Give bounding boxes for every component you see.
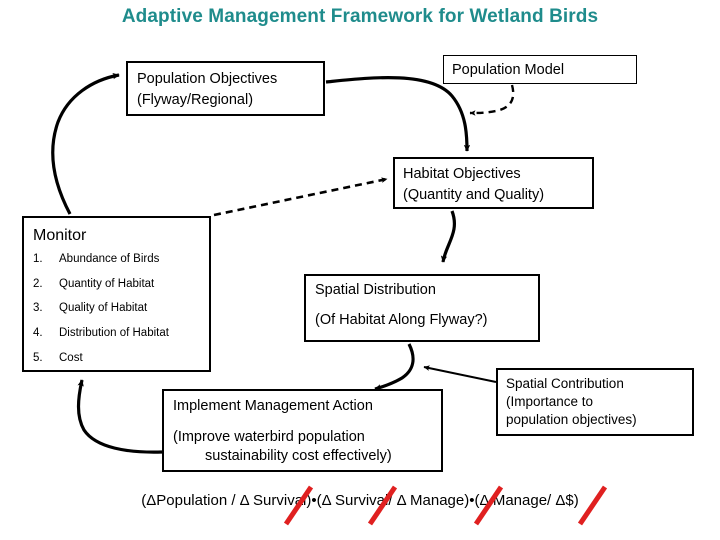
box-population-objectives[interactable]: Population Objectives (Flyway/Regional) xyxy=(126,61,325,116)
box-spatial-contribution-line1: Spatial Contribution xyxy=(506,376,624,391)
box-spatial-contribution-line2: (Importance to xyxy=(506,393,594,409)
monitor-item-number: 3. xyxy=(33,302,43,315)
monitor-item-number: 5. xyxy=(33,351,43,364)
box-implement-line2: (Improve waterbird population xyxy=(173,428,365,445)
box-habitat-objectives-line2: (Quantity and Quality) xyxy=(403,186,545,203)
monitor-item-number: 1. xyxy=(33,252,43,265)
box-implement-line3: sustainability cost effectively) xyxy=(205,448,392,464)
monitor-item-number: 4. xyxy=(33,327,43,340)
list-item: 4. Distribution of Habitat xyxy=(33,327,209,341)
box-monitor[interactable]: Monitor 1. Abundance of Birds 2. Quantity … xyxy=(22,216,211,372)
connector-monitor-to-population-objectives xyxy=(51,72,120,215)
page-title: Adaptive Management Framework for Wetlan… xyxy=(121,6,599,27)
box-spatial-contribution[interactable]: Spatial Contribution (Importance to popu… xyxy=(496,368,694,436)
box-implement-line1: Implement Management Action xyxy=(173,398,373,414)
list-item: 3. Quality of Habitat xyxy=(33,302,209,316)
box-population-objectives-line2: (Flyway/Regional) xyxy=(137,91,254,108)
monitor-item-number: 2. xyxy=(33,277,43,290)
box-habitat-objectives-line1: Habitat Objectives xyxy=(403,166,521,182)
formula-text: (ΔPopulation / Δ Survival)•(Δ Survival/ … xyxy=(141,492,579,509)
connector-implement-action-to-monitor xyxy=(76,379,163,454)
box-implement-management-action[interactable]: Implement Management Action (Improve wat… xyxy=(162,389,443,472)
monitor-item-label: Quality of Habitat xyxy=(59,302,148,315)
box-spatial-distribution-line1: Spatial Distribution xyxy=(315,282,436,298)
monitor-item-label: Cost xyxy=(59,351,83,364)
connector-spatial-contribution-to-implement-action xyxy=(423,365,497,383)
connector-spatial-distribution-to-implement-action xyxy=(374,343,415,391)
connector-monitor-to-habitat-objectives xyxy=(213,177,388,217)
box-population-model[interactable]: Population Model xyxy=(443,55,637,84)
box-spatial-distribution-line2: (Of Habitat Along Flyway?) xyxy=(315,311,488,328)
connector-habitat-objectives-to-spatial-distribution xyxy=(440,210,456,263)
connector-population-model-to-feedback xyxy=(469,84,515,116)
connector-population-objectives-to-habitat-objectives xyxy=(325,76,471,152)
monitor-item-label: Quantity of Habitat xyxy=(59,277,155,290)
monitor-title: Monitor xyxy=(33,227,87,244)
box-population-objectives-line1: Population Objectives xyxy=(137,71,278,87)
list-item: 2. Quantity of Habitat xyxy=(33,278,209,292)
box-habitat-objectives[interactable]: Habitat Objectives (Quantity and Quality… xyxy=(393,157,594,209)
monitor-item-label: Distribution of Habitat xyxy=(59,327,169,340)
box-spatial-distribution[interactable]: Spatial Distribution (Of Habitat Along F… xyxy=(304,274,540,342)
box-population-model-line1: Population Model xyxy=(452,62,565,78)
box-spatial-contribution-line3: population objectives) xyxy=(506,411,637,427)
monitor-list: 1. Abundance of Birds 2. Quantity of Habit… xyxy=(33,253,209,366)
list-item: 1. Abundance of Birds xyxy=(33,253,209,267)
list-item: 5. Cost xyxy=(33,352,209,366)
monitor-item-label: Abundance of Birds xyxy=(59,252,160,265)
